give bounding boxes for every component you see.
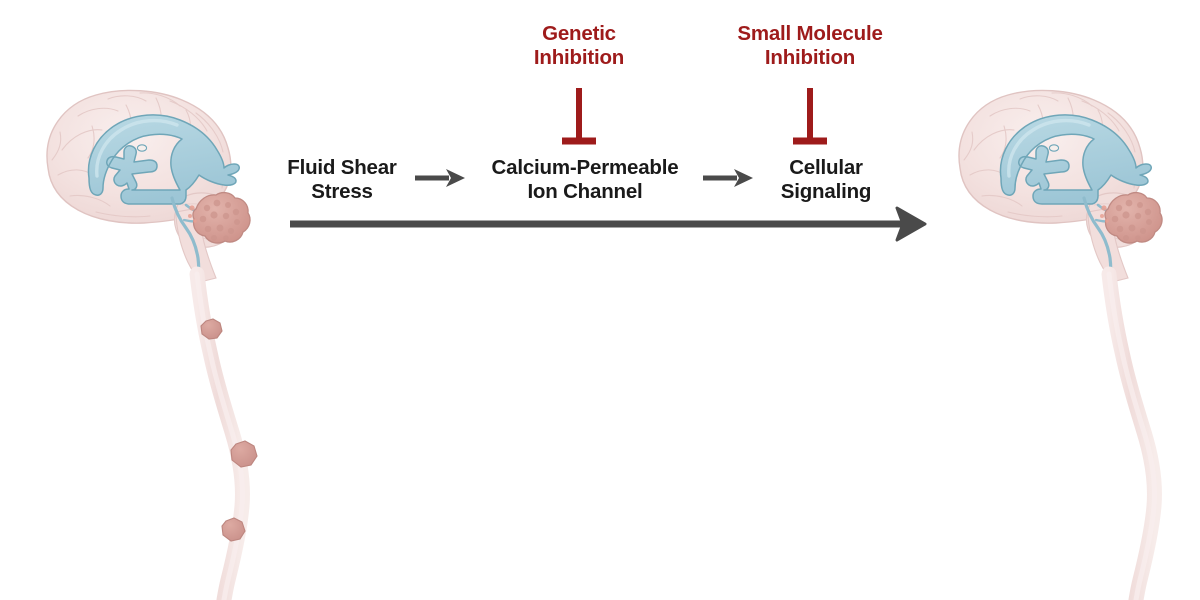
pathway-connector-arrow-1 — [415, 169, 465, 187]
spinal-nodule-2 — [230, 440, 258, 468]
pathway-step-ion-channel: Calcium-Permeable Ion Channel — [491, 156, 679, 203]
spinal-nodule-3 — [221, 517, 246, 542]
inhibition-marker-genetic — [562, 88, 596, 145]
pathway-connector-arrow-2 — [703, 169, 753, 187]
inhibition-marker-small-molecule — [793, 88, 827, 145]
progression-arrow — [290, 206, 927, 242]
spinal-nodule-1 — [200, 318, 223, 340]
inhibitor-label-genetic: Genetic Inhibition — [533, 22, 625, 69]
inhibitor-label-small-molecule: Small Molecule Inhibition — [737, 22, 883, 69]
brain-spine-illustration-left — [47, 90, 258, 600]
spinal-metastasis-nodules — [200, 318, 258, 542]
pathway-step-cellular-signaling: Cellular Signaling — [780, 156, 872, 203]
pathway-step-fluid-shear-stress: Fluid Shear Stress — [287, 156, 397, 203]
brain-spine-illustration-right — [959, 90, 1162, 600]
